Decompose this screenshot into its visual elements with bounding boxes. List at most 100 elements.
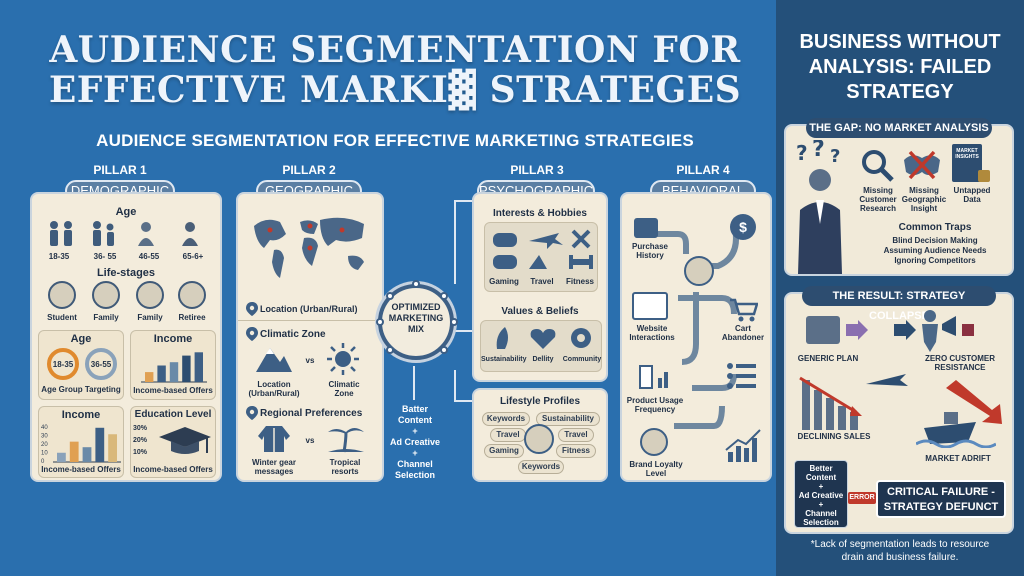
lifestyle-tag: Gaming — [484, 444, 524, 458]
right-title: BUSINESS WITHOUT ANALYSIS: FAILED STRATE… — [782, 30, 1018, 105]
growth-chart-icon — [725, 429, 761, 462]
graduation-cap-icon — [159, 427, 211, 454]
palm-tree-icon — [328, 428, 364, 453]
interest-travel: Travel — [530, 277, 554, 286]
family-icon — [92, 281, 120, 309]
connector-dot — [412, 280, 420, 288]
education-box: Education Level 30% 20% 10% Income-based… — [130, 406, 216, 478]
customer-avatar — [684, 256, 714, 286]
winter-gear-label: Winter gear messages — [252, 458, 296, 476]
declining-sales-chart-icon — [799, 374, 1002, 430]
demographic-panel: Age 18-35 36- 55 46-55 65-6+ Life-stages… — [30, 192, 222, 482]
main-title: AUDIENCE SEGMENTATION FOR EFFECTIVE MARK… — [30, 30, 760, 110]
mix-output-list: Batter Content + Ad Creative + Channel S… — [382, 404, 448, 481]
vs-label-1: vs — [305, 356, 315, 365]
website-interactions-label: Website Interactions — [629, 324, 675, 342]
lifestyle-tag: Keywords — [482, 412, 530, 426]
input-line: Selection — [803, 518, 839, 527]
geographic-panel: Location (Urban/Rural) Climatic Zone vs … — [236, 192, 384, 482]
connector-mid — [454, 330, 472, 332]
loc-urban-rural-label: Location (Urban/Rural) — [248, 380, 300, 398]
critical-line2: STRATEGY DEFUNCT — [883, 501, 999, 513]
interest-fitness: Fitness — [565, 277, 594, 286]
winter-coat-icon — [258, 426, 290, 452]
dollar-icon: $ — [730, 214, 756, 240]
footnote-line2: drain and business failure. — [841, 552, 959, 563]
main-title-line2: EFFECTIVE MARKI▓ STRATEGES — [48, 69, 742, 111]
lifestage-family-2: Family — [137, 313, 163, 322]
values-header: Values & Beliefs — [501, 306, 579, 317]
gap-item-geographic: Missing Geographic Insight — [901, 186, 947, 213]
education-box-title: Education Level — [134, 409, 212, 420]
right-title-line3: STRATEGY — [846, 81, 954, 103]
input-box: Better Content + Ad Creative + Channel S… — [794, 460, 848, 528]
website-icon — [632, 292, 668, 320]
income2-box-title: Income — [61, 409, 101, 421]
interest-gaming: Gaming — [489, 277, 519, 286]
interests-header: Interests & Hobbies — [493, 208, 587, 219]
income2-bar — [69, 441, 79, 462]
location-pin-icon — [246, 302, 258, 316]
connector-dot — [450, 318, 458, 326]
student-icon — [48, 281, 76, 309]
edu-tick-20: 20% — [133, 437, 148, 444]
edu-tick-10: 10% — [133, 449, 148, 456]
income2-bar — [108, 434, 117, 462]
value-community: Community — [562, 356, 602, 363]
mix-output-item: Selection — [394, 470, 435, 480]
lifestage-family: Family — [93, 313, 119, 322]
gap-item-research: Missing Customer Research — [859, 186, 897, 213]
income-bar — [194, 352, 203, 382]
income2-bar — [95, 427, 105, 462]
retiree-icon — [178, 281, 206, 309]
mix-output-item: + — [412, 426, 418, 436]
arrows-icon — [846, 320, 916, 340]
critical-failure-box: CRITICAL FAILURE - STRATEGY DEFUNCT — [876, 480, 1006, 518]
profile-avatar — [524, 424, 554, 454]
trap-item: Blind Decision Making — [892, 236, 978, 245]
sinking-ship-icon — [916, 412, 996, 448]
age-range-1: 18-35 — [48, 252, 70, 261]
declining-sales-label: DECLINING SALES — [797, 432, 871, 441]
usage-chart-icon — [639, 365, 668, 389]
result-panel: THE RESULT: STRATEGY COLLAPSE GENERIC PL… — [784, 286, 1014, 534]
pillar-3-number: PILLAR 3 — [510, 163, 564, 177]
values-icons — [496, 327, 591, 349]
connector-dot — [440, 292, 448, 300]
tropical-resorts-label: Tropical resorts — [329, 458, 361, 476]
input-line: + — [818, 482, 824, 491]
income2-bar — [82, 447, 92, 462]
market-adrift-label: MARKET ADRIFT — [925, 454, 991, 463]
input-line: Ad Creative — [798, 491, 844, 500]
interests-box: Gaming Travel Fitness — [484, 222, 598, 292]
behavioral-panel: Purchase History $ Website Interactions … — [620, 192, 772, 482]
climatic-zone-label: Climatic Zone — [328, 380, 360, 398]
income-bar — [157, 365, 166, 382]
income-box: Income Income-based Offers — [130, 330, 216, 400]
lifestyle-tag: Travel — [558, 428, 594, 442]
income2-box-caption: Income-based Offers — [41, 465, 121, 474]
income2-tick: 0 — [41, 459, 45, 463]
generic-plan-label: GENERIC PLAN — [797, 354, 859, 363]
sun-icon — [327, 343, 359, 375]
purchase-history-label: Purchase History — [631, 242, 669, 260]
mix-line3: MIX — [407, 324, 424, 334]
mix-output-item: Channel — [397, 459, 433, 469]
education-box-caption: Income-based Offers — [133, 465, 213, 474]
age-range-2: 36- 55 — [93, 252, 117, 261]
lifestage-retiree: Retiree — [178, 313, 206, 322]
right-title-line2: ANALYSIS: FAILED — [808, 56, 992, 78]
age-ring-1: 18-35 — [52, 360, 74, 369]
gap-item-data: Untapped Data — [953, 186, 991, 204]
income-box-caption: Income-based Offers — [133, 386, 213, 395]
loyal-customer-avatar — [640, 428, 668, 456]
pillar-2-number: PILLAR 2 — [282, 163, 336, 177]
lifestage-student: Student — [47, 313, 77, 322]
book-text: MARKET INSIGHTS — [955, 148, 979, 160]
lock-icon — [978, 170, 990, 182]
connector-dot — [386, 292, 394, 300]
age-header: Age — [115, 206, 137, 218]
right-title-line1: BUSINESS WITHOUT — [799, 31, 1001, 53]
main-title-line1: AUDIENCE SEGMENTATION FOR — [49, 29, 741, 71]
